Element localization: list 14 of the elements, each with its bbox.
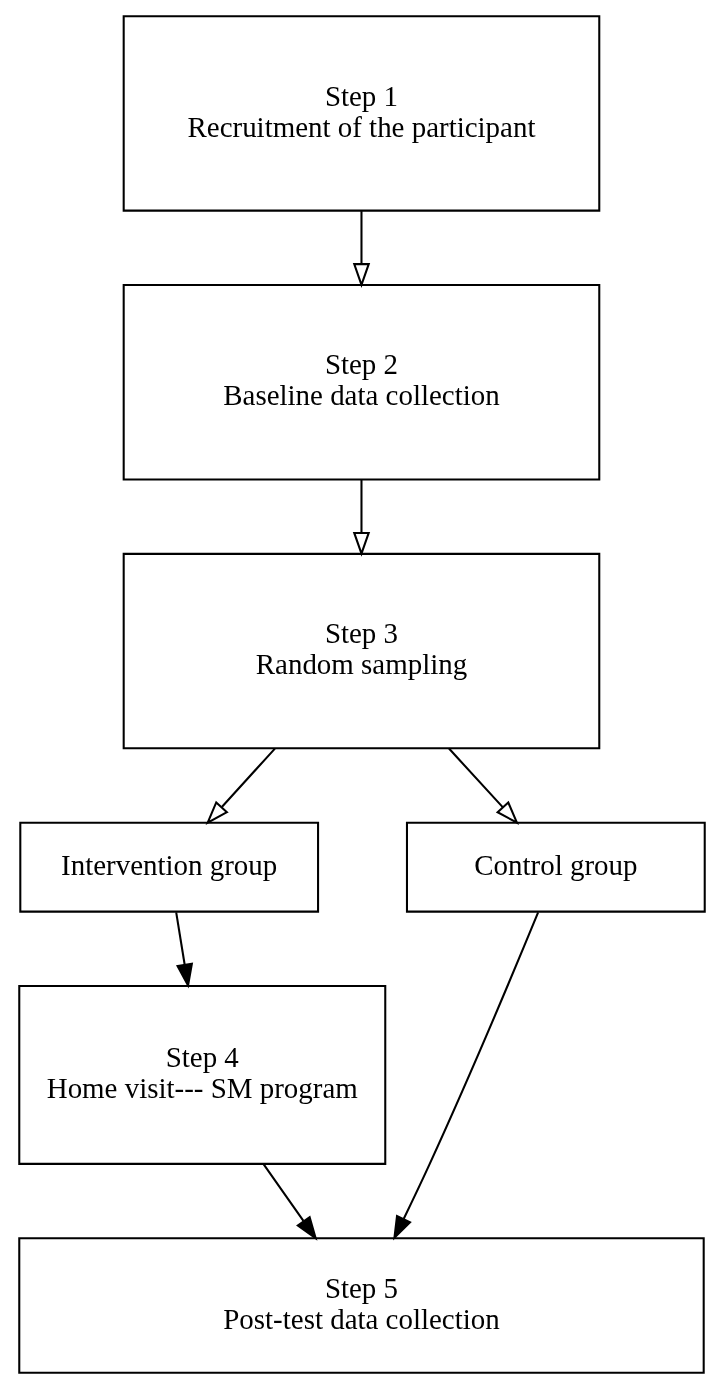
node-box: Step 3 Random sampling [122,552,600,750]
arrow [447,747,519,825]
node-box: Intervention group [18,821,319,913]
node-box: Control group [405,821,706,913]
arrow [352,211,370,288]
node-box: Step 4 Home visit--- SM program [17,985,386,1165]
arrow [205,747,276,825]
node-box: Step 1 Recruitment of the participant [122,15,600,212]
node-box: Step 2 Baseline data collection [122,284,600,481]
arrow [392,912,539,1241]
arrow [352,479,370,557]
node-box: Step 5 Post-test data collection [17,1237,705,1374]
arrow [262,1163,317,1241]
arrow [174,912,193,989]
